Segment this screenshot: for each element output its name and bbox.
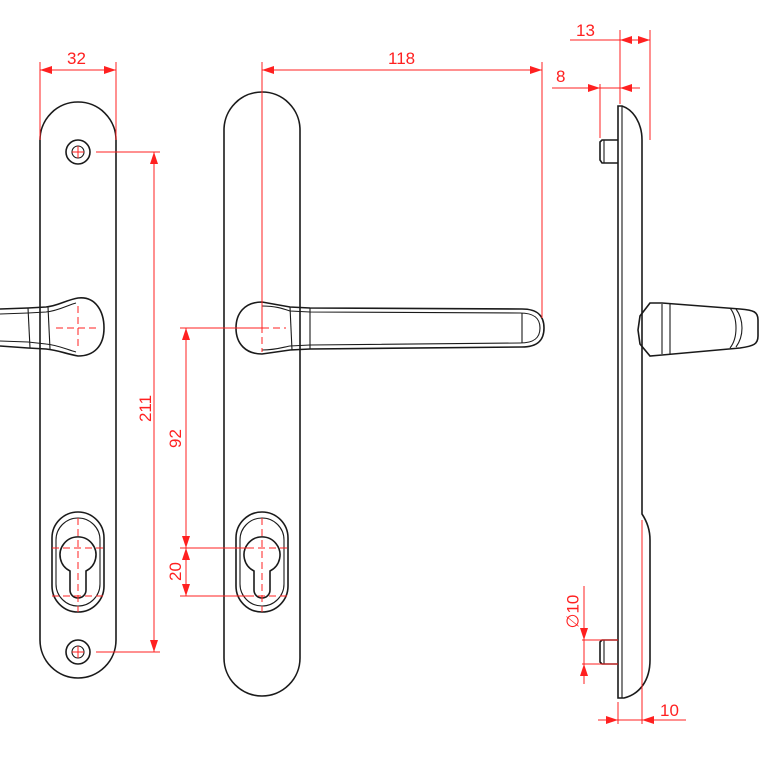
center-backplate-outline bbox=[223, 91, 301, 697]
side-bottom-boss-icon bbox=[599, 639, 618, 665]
center-front-view bbox=[223, 91, 545, 697]
left-backplate-outline bbox=[39, 101, 117, 679]
side-top-boss-icon bbox=[599, 139, 618, 164]
right-side-view bbox=[599, 105, 759, 699]
left-bottom-screw-icon bbox=[65, 639, 91, 665]
left-top-screw-icon bbox=[65, 139, 91, 165]
side-lever-icon bbox=[637, 302, 759, 357]
center-lever-icon bbox=[235, 301, 545, 355]
left-front-view bbox=[0, 101, 117, 679]
side-backplate-outline bbox=[617, 105, 651, 699]
left-lever-icon bbox=[0, 297, 105, 357]
dimensions bbox=[39, 30, 686, 724]
